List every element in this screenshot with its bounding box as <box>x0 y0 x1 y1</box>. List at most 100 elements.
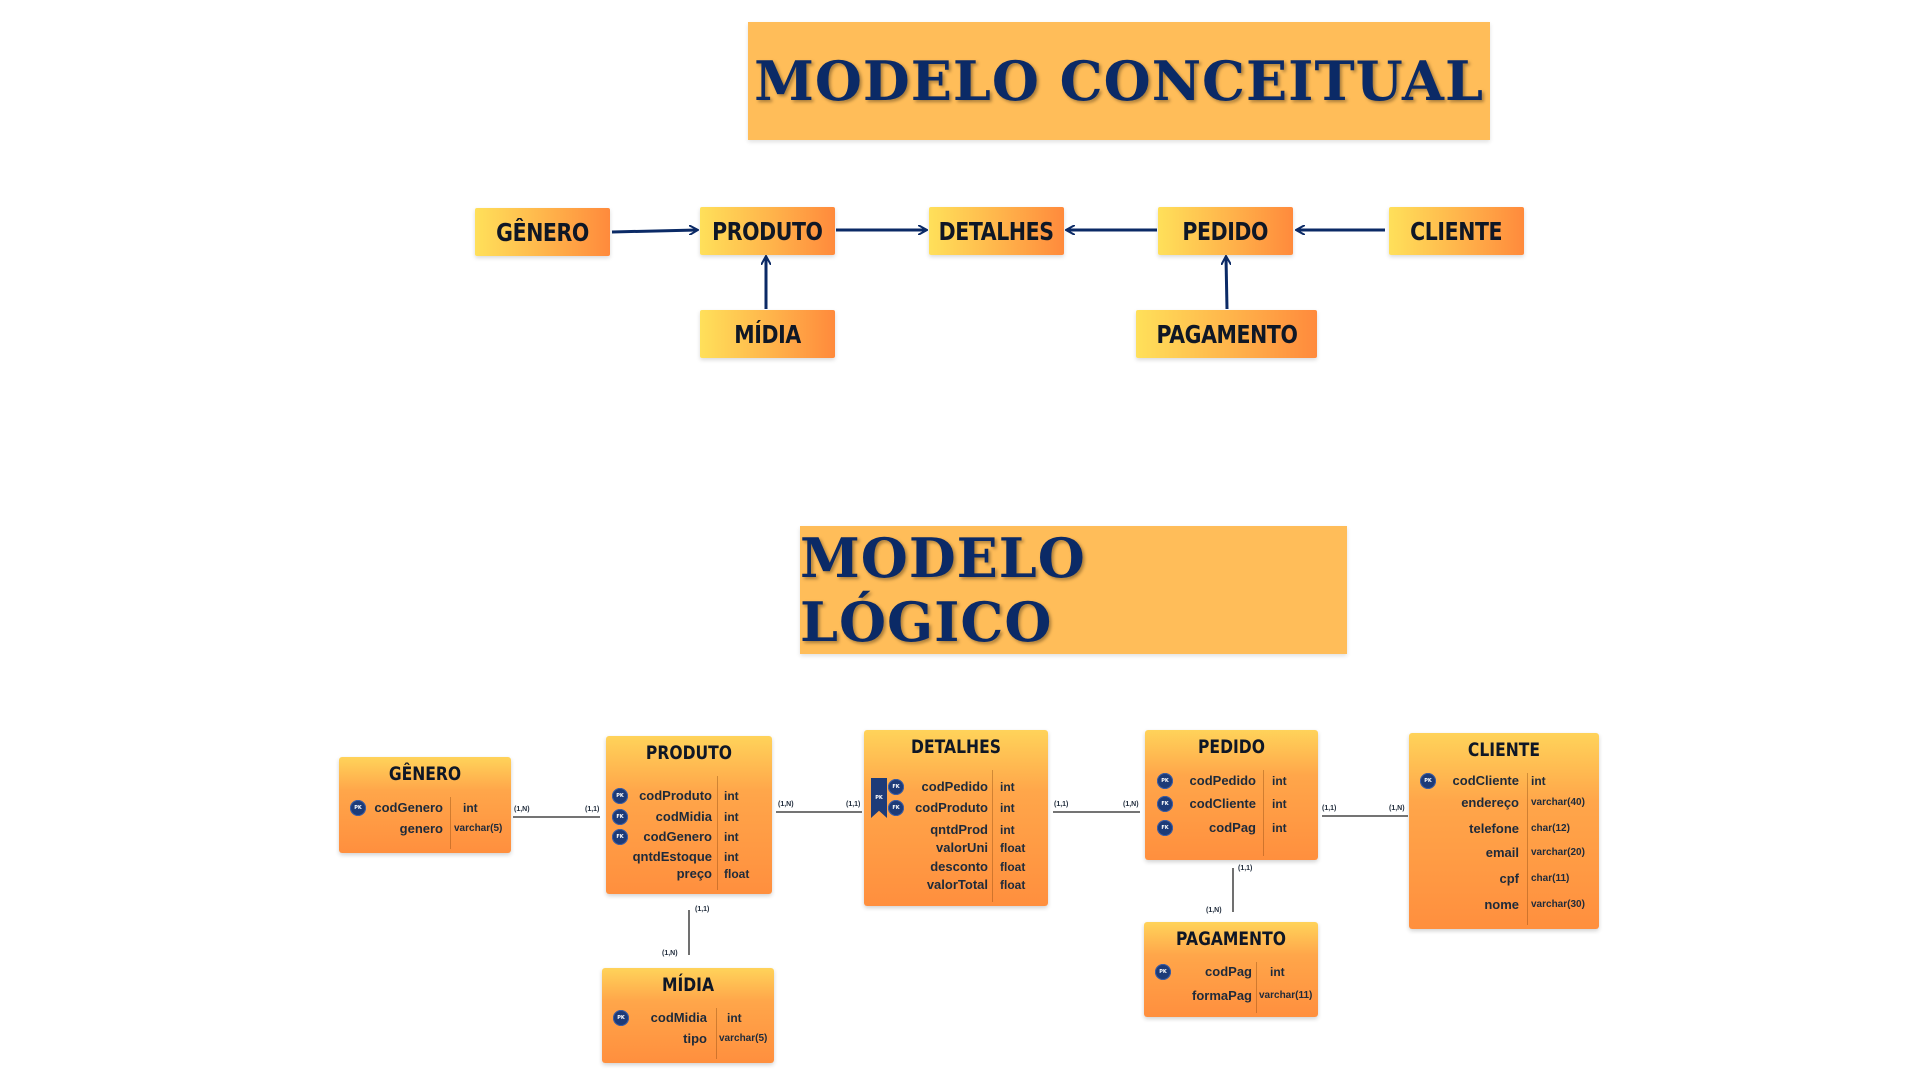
field-type: int <box>1000 823 1015 837</box>
field-type: int <box>1272 821 1287 835</box>
field-name: qntdProd <box>930 822 988 837</box>
concept-entity-pagamento: PAGAMENTO <box>1136 310 1317 358</box>
field-name: telefone <box>1469 821 1519 836</box>
field-name: endereço <box>1461 795 1519 810</box>
foreign-key-icon: FK <box>1157 796 1173 812</box>
table-row: cpf char(11) <box>1409 870 1599 888</box>
table-produto-title: PRODUTO <box>645 742 733 764</box>
concept-entity-cliente: CLIENTE <box>1389 207 1524 255</box>
table-pedido: PEDIDO PK codPedido int FK codCliente in… <box>1145 730 1318 860</box>
field-name: codGenero <box>374 800 443 815</box>
field-name: qntdEstoque <box>632 849 712 864</box>
foreign-key-icon: FK <box>612 809 628 825</box>
concept-entity-produto: PRODUTO <box>700 207 835 255</box>
table-produto-divider <box>717 776 718 890</box>
concept-entity-pedido-label: PEDIDO <box>1182 216 1269 246</box>
field-type: char(11) <box>1531 873 1570 884</box>
table-row: tipo varchar(5) <box>602 1030 774 1048</box>
table-row: preço float <box>606 865 772 883</box>
foreign-key-icon: FK <box>888 800 904 816</box>
card-produto-midia-bottom: (1,N) <box>662 950 678 957</box>
field-type: varchar(11) <box>1259 990 1313 1001</box>
concept-entity-pedido: PEDIDO <box>1158 207 1293 255</box>
concept-entity-genero: GÊNERO <box>475 208 610 256</box>
field-type: int <box>1531 774 1546 788</box>
table-row: valorTotal float <box>864 876 1048 894</box>
field-name: codPedido <box>1189 773 1256 788</box>
field-type: int <box>1270 965 1285 979</box>
logical-model-title: MODELO LÓGICO <box>800 526 1086 654</box>
table-cliente-title: CLIENTE <box>1467 739 1541 761</box>
table-row: endereço varchar(40) <box>1409 794 1599 812</box>
table-midia-divider <box>716 1008 717 1059</box>
field-type: float <box>1000 841 1026 855</box>
field-name: valorTotal <box>926 877 988 892</box>
table-row: valorUni float <box>864 839 1048 857</box>
table-midia-title: MÍDIA <box>661 974 715 996</box>
field-type: int <box>724 830 739 844</box>
field-name: codProduto <box>915 800 988 815</box>
table-pagamento: PAGAMENTO PK codPag int formaPag varchar… <box>1144 922 1318 1017</box>
field-type: float <box>724 867 750 881</box>
foreign-key-icon: FK <box>612 829 628 845</box>
foreign-key-icon: FK <box>1157 820 1173 836</box>
conceptual-model-title-banner: MODELO CONCEITUAL <box>748 22 1490 140</box>
table-row: qntdEstoque int <box>606 848 772 866</box>
card-pedido-pagamento-bottom: (1,N) <box>1206 907 1222 914</box>
primary-key-icon: PK <box>350 800 366 816</box>
card-detalhes-pedido-right: (1,N) <box>1123 801 1139 808</box>
table-row: PK codProduto int <box>606 787 772 805</box>
field-name: genero <box>399 821 443 836</box>
arrow-pagamento-pedido <box>1226 257 1227 310</box>
table-row: desconto float <box>864 858 1048 876</box>
field-name: nome <box>1484 897 1519 912</box>
field-name: codCliente <box>1452 773 1519 788</box>
field-type: char(12) <box>1531 823 1570 834</box>
card-produto-midia-top: (1,1) <box>695 906 710 913</box>
card-detalhes-pedido-left: (1,1) <box>1054 801 1069 808</box>
field-type: int <box>1272 797 1287 811</box>
table-row: PK codPedido int <box>1145 772 1318 790</box>
conceptual-model-title: MODELO CONCEITUAL <box>754 49 1484 113</box>
table-detalhes-title: DETALHES <box>911 736 1001 758</box>
card-pedido-pagamento-top: (1,1) <box>1238 865 1253 872</box>
field-type: float <box>1000 878 1026 892</box>
field-name: desconto <box>930 859 988 874</box>
field-type: int <box>724 850 739 864</box>
table-row: FK codPag int <box>1145 819 1318 837</box>
field-type: int <box>463 801 478 815</box>
table-genero-title: GÊNERO <box>388 763 462 785</box>
card-produto-detalhes-left: (1,N) <box>778 801 794 808</box>
field-name: formaPag <box>1192 988 1252 1003</box>
field-name: tipo <box>683 1031 707 1046</box>
table-row: PK codMidia int <box>602 1009 774 1027</box>
arrow-genero-produto <box>611 230 697 232</box>
table-row: FK codCliente int <box>1145 795 1318 813</box>
table-pagamento-divider <box>1256 962 1257 1013</box>
table-detalhes-divider <box>992 770 993 902</box>
concept-entity-pagamento-label: PAGAMENTO <box>1156 319 1297 349</box>
field-type: int <box>1000 801 1015 815</box>
field-type: varchar(30) <box>1531 899 1585 910</box>
field-type: int <box>724 789 739 803</box>
table-row: FK codGenero int <box>606 828 772 846</box>
field-name: codGenero <box>643 829 712 844</box>
table-midia: MÍDIA PK codMidia int tipo varchar(5) <box>602 968 774 1063</box>
table-genero: GÊNERO PK codGenero int genero varchar(5… <box>339 757 511 853</box>
field-name: codPedido <box>921 779 988 794</box>
table-detalhes: DETALHES PK FK codPedido int FK codProdu… <box>864 730 1048 906</box>
table-pedido-title: PEDIDO <box>1198 736 1265 758</box>
table-produto: PRODUTO PK codProduto int FK codMidia in… <box>606 736 772 894</box>
table-row: email varchar(20) <box>1409 844 1599 862</box>
foreign-key-icon: FK <box>888 779 904 795</box>
field-name: codPag <box>1209 820 1256 835</box>
concept-entity-produto-label: PRODUTO <box>712 216 823 246</box>
table-pagamento-title: PAGAMENTO <box>1176 928 1286 950</box>
primary-key-icon: PK <box>1155 964 1171 980</box>
field-name: cpf <box>1499 871 1520 886</box>
primary-key-icon: PK <box>613 1010 629 1026</box>
table-row: PK codGenero int <box>339 799 511 817</box>
field-type: varchar(5) <box>719 1033 768 1044</box>
table-row: FK codProduto int <box>864 799 1048 817</box>
